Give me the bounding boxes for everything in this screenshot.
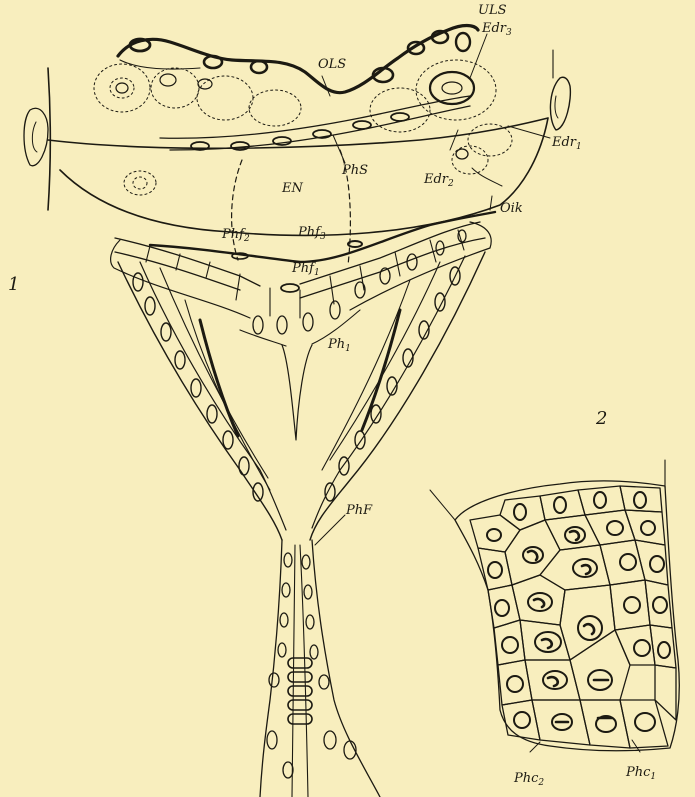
arm-cells [133, 267, 460, 501]
left-cell-fringe [24, 108, 48, 165]
label-edr3: Edr3 [482, 22, 512, 38]
label-phc2: Phc2 [514, 772, 544, 788]
label-ph1: Ph1 [328, 338, 351, 354]
label-phc1: Phc1 [626, 766, 656, 782]
label-phf3: Phf3 [298, 226, 326, 242]
fig2-cells [470, 486, 676, 748]
label-edr2: Edr2 [424, 173, 454, 189]
right-arm-outer [310, 252, 485, 540]
figure-2-drawing [430, 460, 679, 752]
left-arm-outer [118, 262, 282, 540]
right-cell-fringe [550, 77, 570, 130]
label-oik: Oik [500, 202, 523, 215]
label-phs: PhS [342, 164, 368, 177]
figure-number-1: 1 [8, 276, 19, 294]
label-phf: PhF [346, 504, 372, 517]
label-phf1: Phf1 [292, 262, 320, 278]
central-spike [282, 345, 312, 440]
label-uls: ULS [478, 4, 507, 17]
figure-1-drawing [24, 26, 570, 797]
label-edr1: Edr1 [552, 136, 582, 152]
label-en: EN [282, 182, 303, 195]
figure-number-2: 2 [596, 410, 607, 428]
label-ols: OLS [318, 58, 346, 71]
upper-lip-cells [118, 26, 478, 93]
endostyle-dashed [232, 150, 351, 265]
label-phf2: Phf2 [222, 228, 250, 244]
stem-outline [260, 540, 380, 797]
